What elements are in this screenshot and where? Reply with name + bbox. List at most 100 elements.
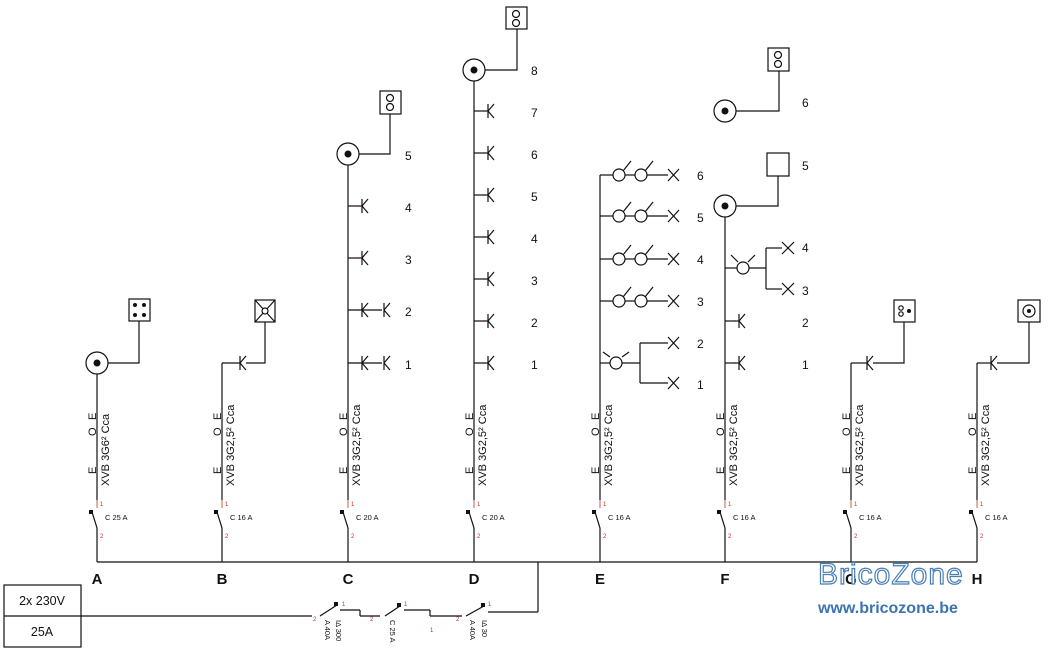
- switch-icon: [734, 355, 746, 371]
- point-label: 8: [531, 64, 538, 78]
- svg-text:2: 2: [370, 617, 374, 623]
- cable-label: XVB 3G2,5² Cca: [728, 404, 740, 486]
- breaker-lever: [216, 511, 223, 529]
- cable-label: XVB 3G2,5² Cca: [477, 404, 489, 486]
- breaker-rating: C 16 A: [230, 513, 253, 522]
- cable-code: O: [715, 427, 727, 436]
- cable-label: XVB 3G2,5² Cca: [225, 404, 237, 486]
- switch-arm-up: [487, 313, 495, 322]
- switch-arm-down: [487, 278, 495, 287]
- point-label: 4: [405, 201, 412, 215]
- switch-arm-down: [487, 362, 495, 371]
- supply-current: 25A: [31, 625, 54, 639]
- main-breaker-1-sensitivity: IΔ 300: [334, 620, 343, 641]
- cable-code: E: [967, 413, 979, 420]
- cable-code: E: [590, 467, 602, 474]
- pull-switch-arm: [644, 244, 654, 256]
- double-socket-icon: [379, 90, 402, 115]
- watermark-brand: BricoZone: [818, 558, 964, 591]
- switch-icon: [357, 355, 369, 371]
- breaker-rating: C 25 A: [105, 513, 128, 522]
- breaker-terminal-in: 1: [603, 502, 607, 508]
- breaker-terminal-in: 1: [351, 502, 355, 508]
- switch-arm-down: [487, 236, 495, 245]
- light-point-row: [600, 286, 680, 308]
- cable-code: E: [841, 413, 853, 420]
- breaker-terminal-in: 1: [100, 502, 104, 508]
- breaker-rating: C 16 A: [985, 513, 1008, 522]
- point-label: 5: [531, 190, 538, 204]
- point-label: 3: [697, 295, 704, 309]
- point-label: 4: [802, 241, 809, 255]
- socket-dot-icon: [893, 299, 916, 323]
- point-label: 2: [802, 316, 809, 330]
- switch-arm-up: [361, 355, 369, 364]
- breaker-knob: [89, 510, 93, 514]
- cable-code: E: [338, 413, 350, 420]
- point-label: 3: [802, 284, 809, 298]
- point-label: 6: [802, 96, 809, 110]
- breaker-terminal-in: 1: [477, 502, 481, 508]
- point-label: 1: [697, 378, 704, 392]
- switch-icon: [483, 355, 495, 371]
- switch-arm-up: [487, 103, 495, 112]
- cable-code: E: [715, 467, 727, 474]
- cable-code: E: [464, 467, 476, 474]
- point-label: 2: [531, 316, 538, 330]
- cable-code: E: [338, 467, 350, 474]
- switch-icon: [357, 198, 369, 214]
- switch-arm-up: [487, 145, 495, 154]
- switch-icon: [483, 229, 495, 245]
- light-point-row: [600, 244, 680, 266]
- cable-code: O: [464, 427, 476, 436]
- cable-label: XVB 3G6² Cca: [100, 413, 112, 486]
- breaker-terminal-in: 1: [225, 502, 229, 508]
- switch-arm-down: [361, 362, 369, 371]
- svg-text:1: 1: [404, 602, 408, 608]
- point-label: 1: [531, 358, 538, 372]
- point-label: 1: [405, 358, 412, 372]
- breaker-lever: [468, 511, 475, 529]
- circuit-f-devices: [713, 47, 795, 371]
- breaker-rating: C 16 A: [859, 513, 882, 522]
- circuit-letter: E: [595, 571, 605, 588]
- cable-code: E: [590, 413, 602, 420]
- point-label: 4: [697, 253, 704, 267]
- cable-code: O: [212, 427, 224, 436]
- switch-arm-up: [383, 355, 391, 364]
- cable-label: XVB 3G2,5² Cca: [980, 404, 992, 486]
- switch-arm-down: [487, 194, 495, 203]
- pull-switch-arm: [622, 286, 632, 298]
- breaker-terminal-out: 2: [603, 534, 607, 540]
- circuit-a-devices: [85, 298, 151, 375]
- circuit-h-devices: [977, 299, 1041, 371]
- breaker-terminal-in: 1: [728, 502, 732, 508]
- supply-voltage: 2x 230V: [19, 594, 66, 608]
- breaker-lever: [719, 511, 726, 529]
- svg-text:1: 1: [488, 602, 492, 608]
- breaker-terminal-in: 1: [854, 502, 858, 508]
- circuit-letter: A: [92, 571, 103, 588]
- circuit-letter: C: [343, 571, 354, 588]
- switch-arm-down: [487, 110, 495, 119]
- cable-code: E: [967, 467, 979, 474]
- switch-arm-down: [487, 320, 495, 329]
- lamp-cross: [667, 209, 680, 223]
- point-label: 5: [405, 149, 412, 163]
- switch-arm-up: [487, 271, 495, 280]
- breaker-lever: [971, 511, 978, 529]
- cable-code: O: [967, 427, 979, 436]
- switch-icon: [357, 302, 369, 318]
- breaker-terminal-out: 2: [477, 534, 481, 540]
- cable-code: E: [212, 467, 224, 474]
- main-breaker-3-rating: A 40A: [468, 620, 477, 640]
- breaker-knob: [969, 510, 973, 514]
- switch-arm-up: [383, 302, 391, 311]
- switch-arm-up: [738, 313, 746, 322]
